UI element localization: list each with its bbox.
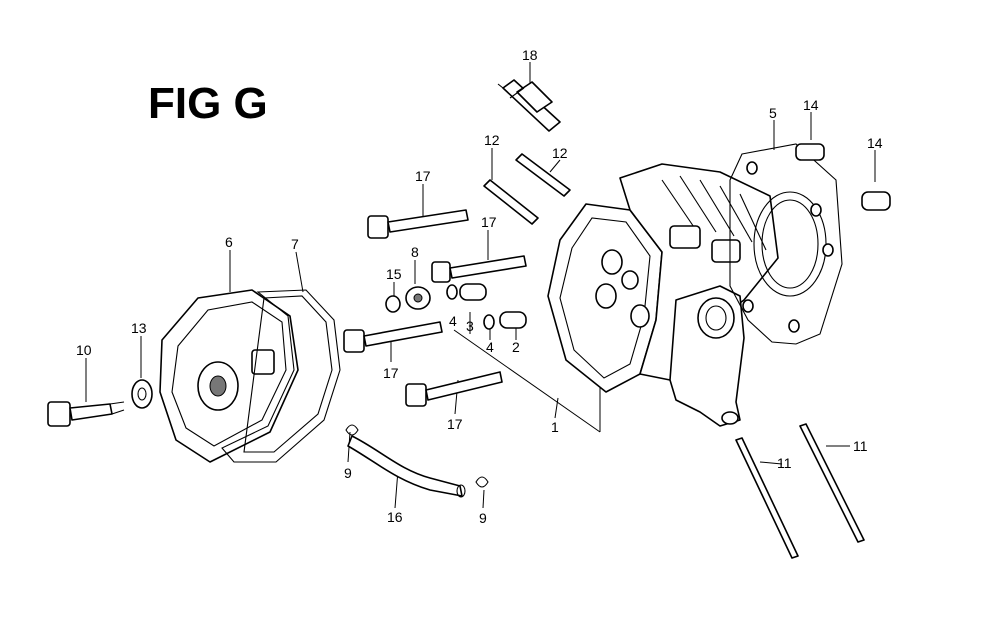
callout-17: 17 [383, 365, 399, 381]
spark-plug [497, 79, 561, 132]
long-stud-b [799, 423, 865, 543]
head-gasket [729, 143, 843, 345]
tube-clip-left [345, 424, 359, 436]
callout-1: 1 [551, 419, 559, 435]
valve-cover-gasket [221, 289, 341, 463]
collar-2 [499, 311, 527, 329]
callout-12: 12 [552, 145, 568, 161]
valve-cover [159, 289, 299, 463]
figure-title: FIG G [148, 79, 268, 128]
flange-bolt-lower [405, 371, 503, 407]
collar-3 [459, 283, 487, 301]
callout-17: 17 [447, 416, 463, 432]
callout-5: 5 [769, 105, 777, 121]
callout-17: 17 [481, 214, 497, 230]
callout-13: 13 [131, 320, 147, 336]
callout-2: 2 [512, 339, 520, 355]
callout-7: 7 [291, 236, 299, 252]
cover-bolt [47, 401, 125, 427]
leader-lines [85, 62, 876, 509]
cylinder-head [547, 163, 779, 427]
callout-15: 15 [386, 266, 402, 282]
stud-bolt-a [483, 179, 539, 225]
callout-6: 6 [225, 234, 233, 250]
o-ring-15 [385, 295, 401, 313]
tube-clip-right [475, 476, 489, 488]
callout-8: 8 [411, 244, 419, 260]
callout-4: 4 [449, 313, 457, 329]
long-stud-a [735, 437, 799, 559]
callout-11: 11 [777, 455, 792, 471]
breather-tube [347, 435, 466, 498]
callout-9: 9 [479, 510, 487, 526]
callout-14: 14 [803, 97, 819, 113]
flange-bolt-left [343, 321, 443, 353]
flange-bolt-upper [367, 209, 469, 239]
o-ring-4-lower [483, 314, 495, 330]
callout-16: 16 [387, 509, 403, 525]
callout-18: 18 [522, 47, 538, 63]
o-ring-4-upper [446, 284, 458, 300]
dowel-pin-b [861, 191, 891, 211]
callout-17: 17 [415, 168, 431, 184]
callout-14: 14 [867, 135, 883, 151]
sealing-washer [131, 379, 153, 409]
callout-11: 11 [853, 438, 868, 454]
callout-10: 10 [76, 342, 92, 358]
washer-8 [405, 286, 431, 310]
dowel-pin-a [795, 143, 825, 161]
callout-labels: 18 6 7 10 13 17 12 12 17 8 15 4 3 4 2 17… [76, 47, 883, 526]
callout-3: 3 [466, 318, 474, 334]
flange-bolt-middle [431, 255, 527, 283]
stud-bolt-b [515, 153, 571, 197]
callout-12: 12 [484, 132, 500, 148]
callout-4: 4 [486, 339, 494, 355]
callout-9: 9 [344, 465, 352, 481]
